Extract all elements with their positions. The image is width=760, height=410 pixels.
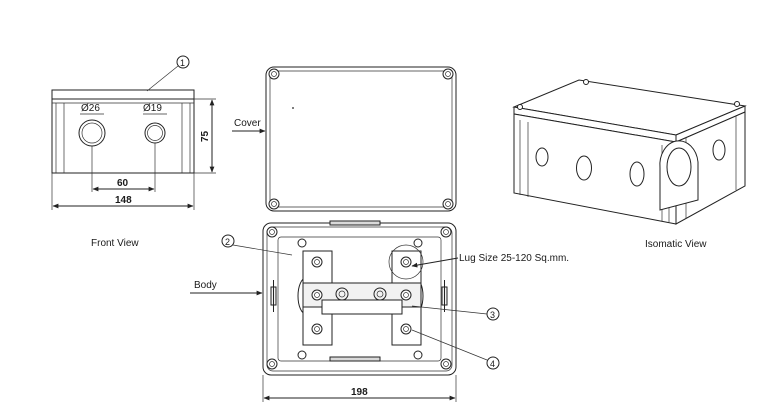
- dim-top-width: 198: [351, 387, 368, 398]
- iso-hole-3: [629, 161, 645, 187]
- svg-text:2: 2: [225, 237, 230, 247]
- dim-height: 75: [200, 130, 211, 142]
- body-label: Body: [194, 280, 217, 291]
- body-corner-screws: [266, 226, 452, 370]
- dim-hole-spacing: 60: [117, 178, 129, 189]
- dim-front-width: 148: [115, 195, 132, 206]
- body-view: 198 Body Lug Size 25-120 Sq.mm. 2 3 4: [190, 220, 569, 402]
- cover-label: Cover: [234, 118, 261, 129]
- front-view: Ø26 Ø19 60 148 75 1 Front View: [51, 55, 216, 249]
- dim-hole-small: Ø19: [143, 103, 162, 114]
- isometric-view: Isomatic View: [512, 79, 747, 250]
- isometric-view-label: Isomatic View: [645, 239, 707, 250]
- svg-text:1: 1: [180, 58, 185, 68]
- iso-hole-1: [535, 147, 549, 167]
- lug-size-label: Lug Size 25-120 Sq.mm.: [459, 253, 569, 264]
- callout-2: [221, 234, 235, 248]
- busbar-assembly: [302, 244, 424, 346]
- front-body-outline: [51, 89, 195, 174]
- callout-1: [176, 55, 190, 69]
- cover-view: Cover: [232, 66, 457, 212]
- iso-hole-2: [576, 155, 592, 181]
- cover-outline: [265, 66, 457, 212]
- front-hole-large: [78, 119, 106, 147]
- front-view-label: Front View: [91, 238, 139, 249]
- dim-hole-large: Ø26: [81, 103, 100, 114]
- front-hole-small: [144, 122, 166, 144]
- iso-hole-4: [712, 139, 726, 161]
- svg-text:3: 3: [490, 310, 495, 320]
- svg-text:4: 4: [490, 359, 495, 369]
- lug-ring: [388, 244, 424, 280]
- callout-4: [486, 356, 500, 370]
- cover-corner-screws: [268, 68, 454, 210]
